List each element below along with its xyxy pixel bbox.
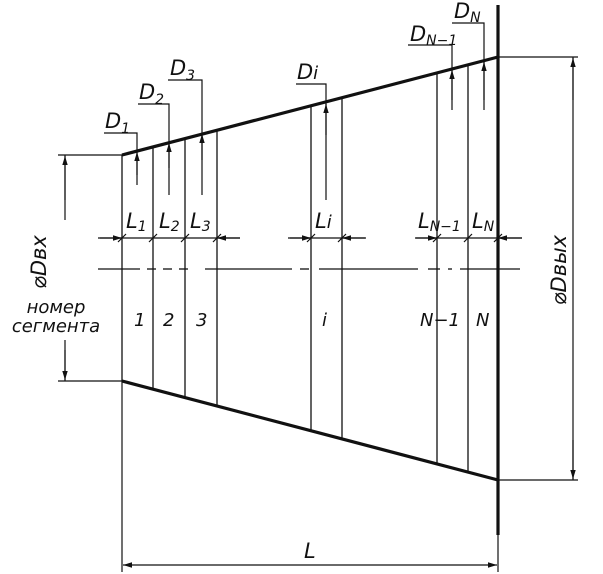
- label-d2: D2: [139, 80, 164, 108]
- label-ln: LN: [472, 209, 495, 235]
- label-total-length: L: [304, 539, 316, 563]
- label-inlet-diameter: ⌀Dвх: [27, 235, 51, 289]
- label-li: Li: [315, 209, 332, 233]
- label-d1: D1: [105, 109, 130, 137]
- label-l2: L2: [159, 209, 180, 235]
- outlet-dim-extensions: [498, 56, 578, 481]
- total-length-extensions: [121, 381, 499, 572]
- segment-number-n1: N−1: [420, 310, 460, 331]
- segment-number-i: i: [322, 310, 327, 331]
- label-dn: DN: [454, 0, 481, 26]
- segment-number-caption-line2: сегмента: [12, 316, 100, 337]
- segment-dividers: [152, 65, 469, 472]
- label-d3: D3: [170, 56, 195, 84]
- segment-number-3: 3: [196, 310, 207, 331]
- segment-number-n: N: [476, 310, 489, 331]
- label-di: Di: [297, 60, 318, 84]
- segment-number-2: 2: [163, 310, 174, 331]
- cone-bottom-edge: [121, 379, 499, 482]
- cone-top-edge: [121, 55, 499, 157]
- inlet-dim-extensions: [58, 154, 122, 382]
- label-dn1: DN−1: [410, 22, 457, 49]
- segment-number-1: 1: [134, 310, 145, 331]
- label-l1: L1: [126, 209, 147, 235]
- segment-number-caption-line1: номер: [27, 297, 86, 318]
- label-l3: L3: [190, 209, 211, 235]
- label-ln1: LN−1: [418, 209, 461, 235]
- label-outlet-diameter: ⌀Dвых: [547, 234, 571, 305]
